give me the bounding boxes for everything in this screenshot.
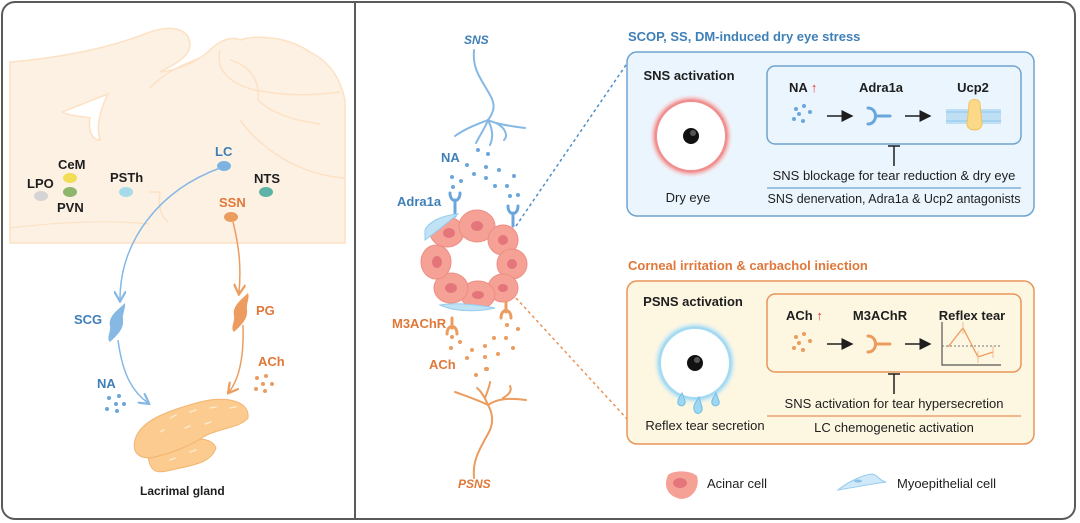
acinar-cluster-icon (420, 209, 528, 312)
sns-blockage-text: SNS blockage for tear reduction & dry ey… (772, 168, 1016, 183)
label-psth: PSTh (110, 170, 144, 185)
na-text: NA (789, 80, 808, 95)
reflex-tear-chart-icon (941, 322, 1001, 366)
ach-molecules-middle (449, 323, 520, 377)
sns-denervation-text: SNS denervation, Adra1a & Ucp2 antagonis… (767, 192, 1021, 206)
legend-myoepithelial-label: Myoepithelial cell (897, 476, 996, 491)
pathway-ach-label: ACh ↑ (786, 308, 823, 323)
label-pg: PG (256, 303, 275, 318)
dashed-connector-bottom (515, 297, 629, 421)
dashed-connector-top (515, 61, 629, 227)
sns-activation-text: SNS activation for tear hypersecretion (784, 396, 1004, 411)
psns-activation-title: PSNS activation (643, 294, 743, 309)
lc-chemogenetic-text: LC chemogenetic activation (814, 420, 974, 435)
na-molecules-middle (450, 148, 520, 198)
lc-to-scg-arrow (120, 167, 221, 300)
label-ssn: SSN (219, 195, 246, 210)
label-pvn: PVN (57, 200, 84, 215)
label-lpo: LPO (27, 176, 54, 191)
pg-ganglion-icon (232, 293, 249, 332)
reflex-tear-caption: Reflex tear secretion (645, 418, 765, 433)
reflex-tear-heading: Corneal irritation & carbachol iniection (628, 258, 868, 273)
region-dot-lc (217, 161, 231, 171)
label-ach-left: ACh (258, 354, 285, 369)
label-na-left: NA (97, 376, 116, 391)
ssn-to-pg-arrow (232, 221, 240, 293)
label-lacrimal-gland: Lacrimal gland (140, 484, 225, 498)
ach-molecules-left (254, 374, 274, 393)
pathway-m3achr-label: M3AChR (852, 308, 908, 323)
label-na-middle: NA (441, 150, 460, 165)
label-adra1a: Adra1a (397, 194, 442, 209)
tearing-eye-icon (653, 321, 737, 414)
region-dot-pvn (63, 187, 77, 197)
myoepithelial-cell-icon (836, 473, 887, 491)
pathway-reflex-tear-label: Reflex tear (938, 308, 1006, 323)
lacrimal-gland-icon (133, 398, 249, 473)
region-dot-nts (259, 187, 273, 197)
label-lc: LC (215, 144, 233, 159)
m3achr-receptor-icon (866, 334, 892, 354)
label-sns: SNS (464, 33, 489, 47)
inhibition-bar-bottom (888, 373, 900, 394)
na-molecules-pathway (792, 104, 812, 123)
scg-ganglion-icon (108, 303, 126, 342)
ach-text: ACh (786, 308, 813, 323)
label-psns: PSNS (458, 477, 491, 491)
inhibition-bar-top (888, 145, 900, 166)
panel-divider (354, 2, 356, 520)
dry-eye-heading: SCOP, SS, DM-induced dry eye stress (628, 29, 861, 44)
ucp2-membrane-icon (946, 99, 1001, 131)
sns-activation-title: SNS activation (643, 68, 735, 83)
sns-nerve-icon (454, 49, 526, 146)
scg-to-gland-arrow (117, 339, 148, 403)
dry-eye-icon (649, 94, 733, 178)
increase-arrow-icon: ↑ (810, 80, 818, 95)
adra1a-receptor-icon (866, 106, 892, 126)
psns-pathway-box (766, 293, 1022, 373)
pathway-ucp2-label: Ucp2 (957, 80, 989, 95)
pathway-adra1a-label: Adra1a (858, 80, 904, 95)
region-dot-lpo (34, 191, 48, 201)
psns-nerve-icon (454, 381, 527, 479)
pathway-na-label: NA ↑ (789, 80, 817, 95)
m3achr-receptor-icons (445, 300, 513, 336)
region-dot-psth (119, 187, 133, 197)
region-dot-ssn (224, 212, 238, 222)
adra1a-receptor-icons (448, 191, 520, 228)
dry-eye-caption: Dry eye (665, 190, 711, 205)
pg-to-gland-arrow (229, 324, 244, 392)
region-dot-cem (63, 173, 77, 183)
label-ach-middle: ACh (429, 357, 456, 372)
label-cem: CeM (58, 157, 86, 172)
acinar-cell-icon (665, 471, 698, 499)
label-nts: NTS (254, 171, 280, 186)
na-molecules-left (105, 394, 126, 413)
ach-molecules-pathway (792, 332, 812, 352)
increase-arrow-icon: ↑ (816, 308, 823, 323)
legend-acinar-label: Acinar cell (707, 476, 767, 491)
label-scg: SCG (74, 312, 103, 327)
label-m3achr: M3AChR (392, 316, 447, 331)
sns-pathway-box (766, 65, 1022, 145)
